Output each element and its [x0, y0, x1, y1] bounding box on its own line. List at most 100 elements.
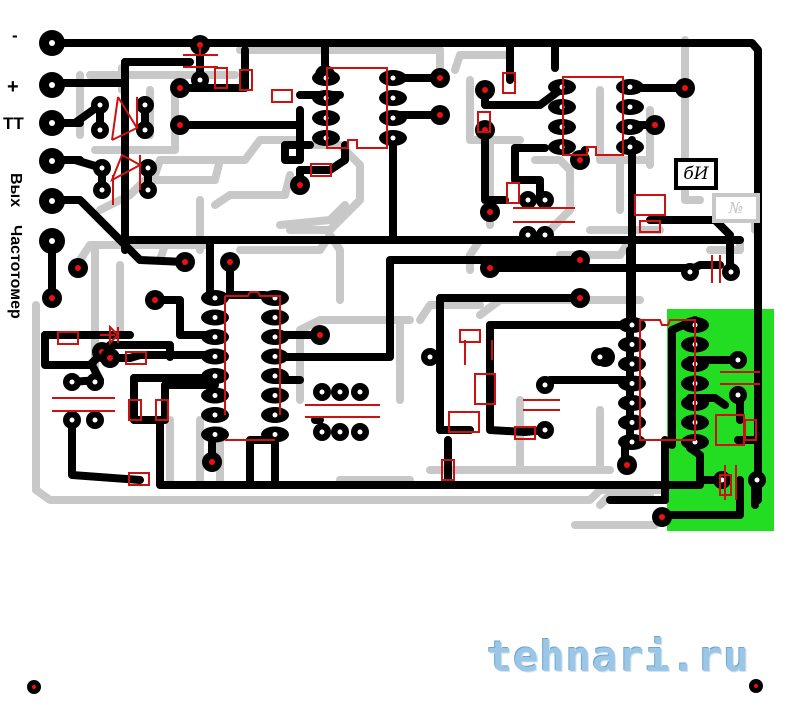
ic-pin-hole [212, 432, 218, 437]
watermark-logo: tehnari.ru [487, 632, 750, 681]
via-pad-center [577, 295, 583, 301]
component-pad-hole [337, 429, 343, 435]
ic-pin-hole [212, 334, 218, 340]
via-pad-center [437, 75, 443, 81]
via-pad-center [177, 85, 183, 91]
component-pad-hole [97, 127, 103, 133]
silkscreen [52, 45, 760, 500]
mounting-hole-right [749, 679, 763, 693]
via-pad-center [487, 209, 493, 215]
ic-pin-hole [629, 381, 635, 386]
connector-pads [39, 30, 65, 254]
ic-pin-hole [212, 315, 218, 320]
connector-pad-plus [39, 72, 65, 98]
component-pad-hole [69, 379, 75, 385]
label-freq-meter: Частотомер [7, 225, 24, 319]
board-marking-top: бИ [674, 158, 718, 190]
connector-pad-out [39, 188, 65, 214]
ic-pin-hole [629, 322, 635, 328]
ic-pin-hole [212, 412, 218, 418]
ic-pin-hole [629, 439, 635, 445]
component-pad-hole [99, 187, 105, 193]
component-pad-hole [337, 389, 343, 395]
ic-pin-hole [212, 295, 218, 301]
ic-pin-hole [272, 412, 278, 418]
component-pad-hole [319, 429, 325, 435]
ic-pin-hole [627, 124, 633, 130]
component-pad-hole [735, 357, 741, 363]
component-pad-hole [542, 427, 548, 433]
ic-pin-hole [272, 373, 278, 379]
connector-pad-tt [39, 110, 65, 136]
ic-pin-hole [212, 393, 218, 398]
via-pad-center [75, 265, 81, 271]
via-pad-center [152, 297, 158, 303]
ic-pin-hole [272, 432, 278, 437]
ic-pin-hole [272, 393, 278, 398]
component-pad-hole [735, 392, 741, 398]
ic-pin-hole [272, 354, 278, 359]
component-pad-hole [69, 417, 75, 423]
component-pad-hole [99, 165, 105, 171]
ic-pin-hole [627, 104, 633, 110]
via-pad-center [487, 265, 493, 271]
component-pad-hole [728, 269, 734, 275]
ic-pin-hole [629, 420, 635, 425]
label-out: Вых [7, 173, 24, 208]
component-pad-hole [542, 382, 548, 388]
via-pad-center [177, 122, 183, 128]
via-pad-center [297, 182, 303, 188]
ic-pin-hole [629, 400, 635, 406]
via-pad-center [624, 462, 630, 468]
via-pad-center [49, 295, 55, 301]
label-minus: - [12, 26, 18, 45]
component-pad-hole [687, 269, 693, 275]
component-pad-hole [319, 389, 325, 395]
ic-pin-hole [390, 95, 396, 101]
via-pad-center [209, 459, 215, 465]
via-pad-center [482, 87, 488, 93]
component-pad-hole [142, 102, 148, 108]
via-pad-center [659, 514, 665, 520]
via-pad-center [227, 259, 233, 265]
via-pad-center [182, 259, 188, 265]
component-pad-hole [97, 102, 103, 108]
board-marking-bottom: № [712, 193, 760, 223]
ic-pin-hole [390, 75, 396, 81]
ic-pin-hole [390, 115, 396, 121]
label-tt: TT [3, 114, 24, 133]
component-pad-hole [145, 165, 151, 171]
via-pad-center [652, 122, 658, 128]
via-pads [42, 35, 766, 527]
label-plus: + [7, 76, 19, 98]
component-pad-hole [142, 127, 148, 133]
connector-pad-4 [39, 148, 65, 174]
component-pad-hole [197, 77, 203, 83]
ic-pin-hole [212, 354, 218, 359]
via-pad-center [437, 112, 443, 118]
via-pad-center [577, 257, 583, 263]
connector-pad-minus [39, 30, 65, 56]
ic-pin-hole [272, 315, 278, 320]
mounting-hole-left [27, 680, 41, 694]
component-pad-hole [525, 197, 531, 203]
component-pad-hole [754, 477, 760, 483]
component-pad-hole [92, 417, 98, 423]
ic-pin-hole [390, 135, 396, 141]
ic-pin-hole [627, 84, 633, 90]
via-pad-center [107, 355, 113, 361]
component-pad-hole [542, 232, 548, 238]
component-pad-hole [145, 187, 151, 193]
component-pad-hole [542, 197, 548, 203]
via-pad-center [577, 157, 583, 163]
ic-pin-hole [627, 144, 633, 150]
via-pad-center [317, 332, 323, 338]
ic-pin-hole [629, 361, 635, 367]
via-pad-center [682, 85, 688, 91]
ic-pin-hole [629, 342, 635, 347]
component-pad-hole [525, 232, 531, 238]
component-pad-hole [357, 389, 363, 395]
component-pad-hole [357, 429, 363, 435]
component-pad-hole [597, 354, 603, 360]
